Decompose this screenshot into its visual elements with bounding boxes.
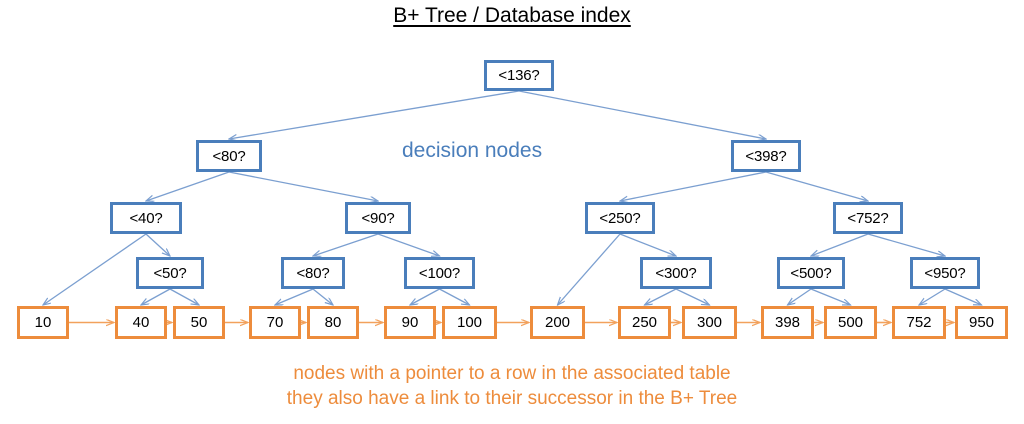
decision-edge-n90-to-n100 (377, 233, 440, 256)
leaf-node-l950[interactable]: 950 (955, 306, 1008, 339)
leaf-node-l100[interactable]: 100 (442, 306, 497, 339)
decision-node-n100[interactable]: <100? (404, 257, 475, 289)
decision-edge-n100-to-l90 (410, 288, 440, 305)
leaf-node-l752[interactable]: 752 (892, 306, 946, 339)
leaf-node-l398[interactable]: 398 (761, 306, 814, 339)
decision-edge-n500-to-l500 (810, 288, 851, 305)
decision-node-n90[interactable]: <90? (345, 202, 411, 234)
decision-node-n500[interactable]: <500? (777, 257, 845, 289)
decision-edge-n950-to-l950 (944, 288, 982, 305)
decision-edge-n80a-to-n90 (228, 171, 378, 201)
decision-node-n752[interactable]: <752? (833, 202, 903, 234)
leaf-node-l80[interactable]: 80 (307, 306, 359, 339)
decision-edge-n752-to-n950 (867, 233, 945, 256)
decision-edge-n80b-to-l70 (275, 288, 314, 305)
page-title: B+ Tree / Database index (393, 4, 631, 27)
decision-node-n136[interactable]: <136? (484, 60, 554, 91)
leaf-node-l90[interactable]: 90 (384, 306, 436, 339)
diagram-caption: nodes with a pointer to a row in the ass… (0, 361, 1024, 411)
decision-edge-n50-to-l40 (141, 288, 171, 305)
decision-edge-n752-to-n500 (811, 233, 869, 256)
decision-edge-n950-to-l752 (919, 288, 946, 305)
decision-edge-n250-to-n300 (619, 233, 676, 256)
decision-node-n300[interactable]: <300? (640, 257, 712, 289)
leaf-node-l500[interactable]: 500 (824, 306, 877, 339)
leaf-node-l10[interactable]: 10 (17, 306, 69, 339)
decision-edge-n50-to-l50 (169, 288, 199, 305)
leaf-node-l250[interactable]: 250 (618, 306, 671, 339)
caption-line-1: nodes with a pointer to a row in the ass… (293, 363, 731, 384)
decision-node-n80a[interactable]: <80? (196, 140, 262, 172)
decision-edge-n136-to-n398 (518, 90, 766, 139)
decision-edge-n300-to-l250 (645, 288, 677, 305)
leaf-node-l200[interactable]: 200 (530, 306, 585, 339)
decision-edge-n40-to-l10 (43, 233, 147, 305)
leaf-node-l40[interactable]: 40 (115, 306, 167, 339)
leaf-node-l300[interactable]: 300 (682, 306, 737, 339)
leaf-node-l50[interactable]: 50 (173, 306, 225, 339)
caption-line-2: they also have a link to their successor… (286, 388, 738, 409)
decision-node-n250[interactable]: <250? (585, 202, 655, 234)
decision-edge-n90-to-n80b (313, 233, 379, 256)
decision-edge-n40-to-n50 (145, 233, 170, 256)
decision-edge-n500-to-l398 (788, 288, 812, 305)
decision-edge-n398-to-n250 (620, 171, 767, 201)
decision-node-n80b[interactable]: <80? (281, 257, 345, 289)
decision-edge-n136-to-n80a (229, 90, 520, 139)
leaf-node-l70[interactable]: 70 (249, 306, 301, 339)
decision-edge-n300-to-l300 (675, 288, 710, 305)
decision-edge-n250-to-l200 (558, 233, 621, 305)
decision-edge-n100-to-l100 (439, 288, 470, 305)
decision-nodes-label: decision nodes (402, 139, 543, 162)
decision-node-n40[interactable]: <40? (110, 202, 182, 234)
decision-edge-n80b-to-l80 (312, 288, 333, 305)
decision-node-n50[interactable]: <50? (136, 257, 204, 289)
decision-node-n398[interactable]: <398? (731, 140, 801, 172)
decision-edge-n80a-to-n40 (146, 171, 230, 201)
decision-edge-n398-to-n752 (765, 171, 868, 201)
decision-node-n950[interactable]: <950? (910, 257, 980, 289)
